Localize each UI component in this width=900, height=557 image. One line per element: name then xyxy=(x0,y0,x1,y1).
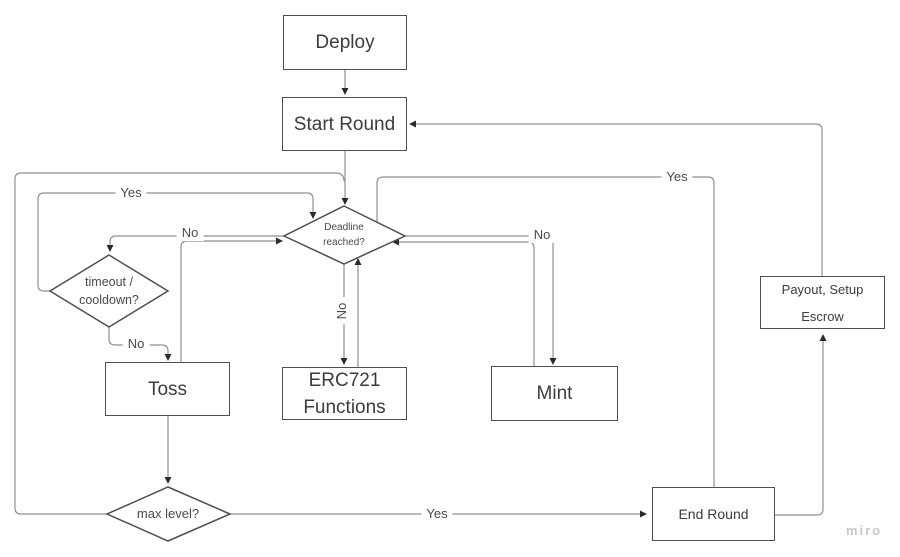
edge-deadline-no-mint xyxy=(405,235,554,358)
arrowhead-up-icon xyxy=(819,334,827,341)
arrowhead-down-icon xyxy=(341,88,349,95)
node-mint[interactable]: Mint xyxy=(491,366,618,421)
arrowhead-down-icon xyxy=(106,245,114,252)
edge-toss-deadline xyxy=(180,240,276,362)
node-start-round[interactable]: Start Round xyxy=(282,97,407,151)
node-payout-setup-escrow[interactable]: Payout, Setup Escrow xyxy=(760,276,885,329)
node-maxlevel-diamond[interactable] xyxy=(105,486,232,542)
arrowhead-right-icon xyxy=(640,510,647,518)
edge-label-timeout-yes[interactable]: Yes xyxy=(115,185,147,201)
node-toss[interactable]: Toss xyxy=(105,362,230,416)
arrowhead-down-icon xyxy=(341,198,349,205)
edge-payout-startround xyxy=(416,123,823,276)
edge-label-deadline-no-right[interactable]: No xyxy=(528,227,556,243)
node-timeout-label: timeout / cooldown? xyxy=(79,275,139,307)
edge-mint-deadline xyxy=(399,241,535,366)
edge-label-deadline-yes[interactable]: Yes xyxy=(661,169,693,185)
node-end-round[interactable]: End Round xyxy=(652,487,775,541)
edge-endround-payout xyxy=(775,341,824,516)
edge-timeout-yes-deadline xyxy=(37,192,314,292)
node-deploy[interactable]: Deploy xyxy=(283,15,407,70)
arrowhead-right-icon xyxy=(276,237,283,245)
node-erc721-functions[interactable]: ERC721 Functions xyxy=(282,367,407,420)
node-deadline-diamond[interactable] xyxy=(282,205,407,265)
edge-deadline-timeout xyxy=(109,235,284,245)
arrowhead-down-icon xyxy=(164,354,172,361)
edge-label-deadline-no-left[interactable]: No xyxy=(176,225,204,241)
edge-maxlevel-no-deadline xyxy=(14,172,345,515)
edge-label-maxlevel-yes[interactable]: Yes xyxy=(421,506,453,522)
arrowhead-up-icon xyxy=(354,258,362,265)
edge-label-timeout-no[interactable]: No xyxy=(122,336,150,352)
arrowhead-down-icon xyxy=(309,212,317,219)
node-deadline-label: Deadline reached? xyxy=(323,222,365,248)
arrowhead-down-icon xyxy=(340,358,348,365)
arrowhead-down-icon xyxy=(549,358,557,365)
node-maxlevel-label: max level? xyxy=(136,506,200,521)
miro-watermark: miro xyxy=(846,523,883,538)
edge-label-deadline-no-down[interactable]: No xyxy=(334,297,350,325)
arrowhead-down-icon xyxy=(164,477,172,484)
arrowhead-left-icon xyxy=(409,120,416,128)
node-timeout-diamond[interactable] xyxy=(48,254,170,328)
edge-deadline-yes-endround xyxy=(376,176,715,487)
